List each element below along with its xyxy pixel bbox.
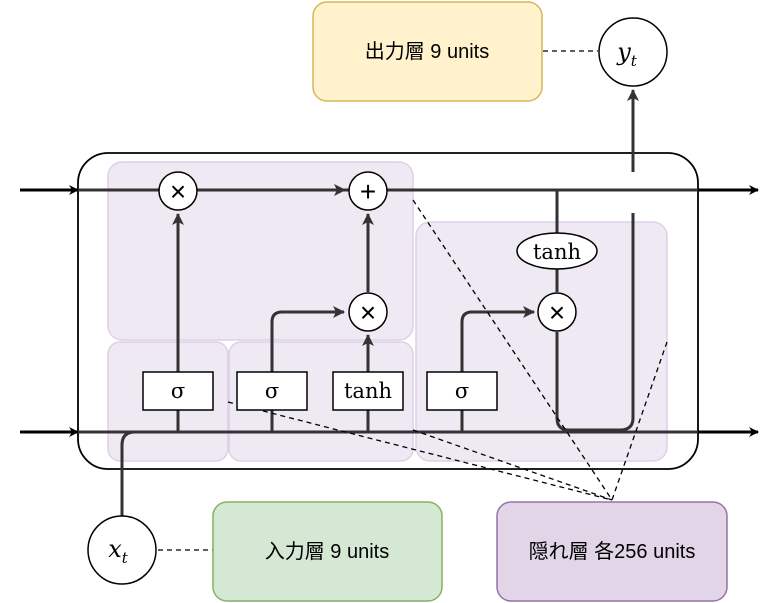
x-var: x — [108, 535, 122, 563]
output-gate-box: σ — [426, 371, 498, 411]
dashed-connectors — [158, 50, 668, 551]
output-layer-box: 出力層 9 units — [312, 1, 543, 102]
x-input-node: xt — [87, 515, 157, 585]
y-var: y — [616, 38, 631, 66]
y-sub: t — [631, 52, 638, 70]
hidden-output-path — [555, 213, 635, 432]
forget-multiply-node: × — [158, 171, 198, 211]
candidate-box: tanh — [332, 371, 404, 411]
tanh-label: tanh — [533, 240, 581, 264]
input-multiply-node: × — [348, 292, 388, 332]
multiply-symbol: × — [549, 297, 565, 328]
output-sigma-arrow — [460, 306, 535, 372]
operators: × + × × — [158, 171, 577, 332]
forget-gate-box: σ — [142, 371, 214, 411]
input-sigma-arrow — [270, 306, 345, 372]
input-gate-box: σ — [236, 371, 308, 411]
output-layer-label: 出力層 9 units — [365, 40, 489, 63]
cell-tanh-node: tanh — [516, 232, 598, 270]
x-sub: t — [122, 549, 129, 567]
add-symbol: + — [360, 176, 376, 207]
hidden-layer-box: 隠れ層 各256 units — [496, 501, 728, 602]
multiply-symbol: × — [170, 176, 186, 207]
hidden-connector-4 — [611, 341, 668, 501]
input-layer-box: 入力層 9 units — [212, 501, 443, 602]
hidden-connector-2 — [227, 401, 613, 501]
x-input-path — [120, 430, 136, 518]
y-output-node: yt — [598, 17, 668, 87]
lstm-cell-boundary — [77, 152, 699, 470]
hidden-connector-1 — [412, 199, 613, 501]
tanh-label: tanh — [344, 379, 392, 403]
hidden-layer-label: 隠れ層 各256 units — [529, 540, 696, 563]
cell-add-node: + — [348, 171, 388, 211]
y-label: yt — [616, 38, 638, 70]
sigma-label: σ — [455, 379, 469, 403]
input-layer-label: 入力層 9 units — [265, 540, 389, 563]
multiply-symbol: × — [360, 297, 376, 328]
internal-connections — [120, 89, 639, 518]
hidden-connector-3 — [412, 429, 613, 501]
sigma-label: σ — [171, 379, 185, 403]
sigma-label: σ — [265, 379, 279, 403]
gate-boxes: σ σ tanh σ — [142, 371, 498, 411]
x-label: xt — [108, 535, 129, 567]
output-multiply-node: × — [537, 292, 577, 332]
